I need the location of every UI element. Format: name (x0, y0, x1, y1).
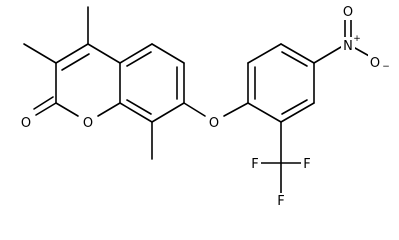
bond-c8-c8a (119, 102, 153, 123)
bond-c4-c4a (87, 43, 121, 64)
atom-nitro-nitrogen: N (343, 39, 353, 54)
bond-a5-a6 (280, 102, 315, 123)
charge-nitro-oxygen: − (382, 62, 390, 72)
bond-a4-nitro-n (313, 46, 342, 64)
bond-o1-c8a (97, 102, 121, 117)
bond-c4a-c5-inner (126, 51, 152, 67)
bond-c7-c8 (151, 102, 185, 123)
bond-c3-c4 (55, 43, 89, 64)
bond-a6-a1 (247, 102, 282, 123)
bond-a3-a4 (280, 43, 315, 64)
bond-c2-carbonyl-b (33, 96, 54, 110)
bond-c8-c8a-inner (126, 99, 152, 115)
bonds (23, 6, 372, 194)
atom-carbonyl-oxygen: O (21, 116, 31, 131)
bond-c2-carbonyl-a (35, 102, 57, 116)
atom-ring-oxygen: O (83, 116, 93, 131)
atom-nitro-oxygen-right: O (370, 56, 380, 71)
molecule-structure-diagram: O O O N + O O − F F F (19, 4, 390, 209)
bond-c3-methyl (23, 43, 57, 64)
atom-ether-oxygen: O (209, 116, 219, 131)
bond-c4a-c5 (119, 43, 153, 64)
bond-c3-c4-inner (61, 53, 90, 71)
atom-fluorine-left: F (251, 157, 258, 172)
atom-nitro-oxygen-top: O (343, 5, 353, 20)
charge-nitro-nitrogen: + (353, 34, 361, 44)
atom-fluorine-right: F (303, 157, 310, 172)
bond-a5-a6-inner (281, 99, 308, 115)
bond-c2-o1 (55, 102, 79, 117)
bond-a3-a4-inner (281, 51, 308, 67)
bond-a2-a3 (247, 43, 282, 64)
bond-c5-c6 (151, 43, 185, 64)
bond-ether-o-aryl (223, 102, 249, 117)
bond-c7-ether-o (183, 102, 206, 117)
atom-labels: O O O N + O O − F F F (19, 4, 390, 209)
atom-fluorine-bottom: F (277, 194, 284, 209)
